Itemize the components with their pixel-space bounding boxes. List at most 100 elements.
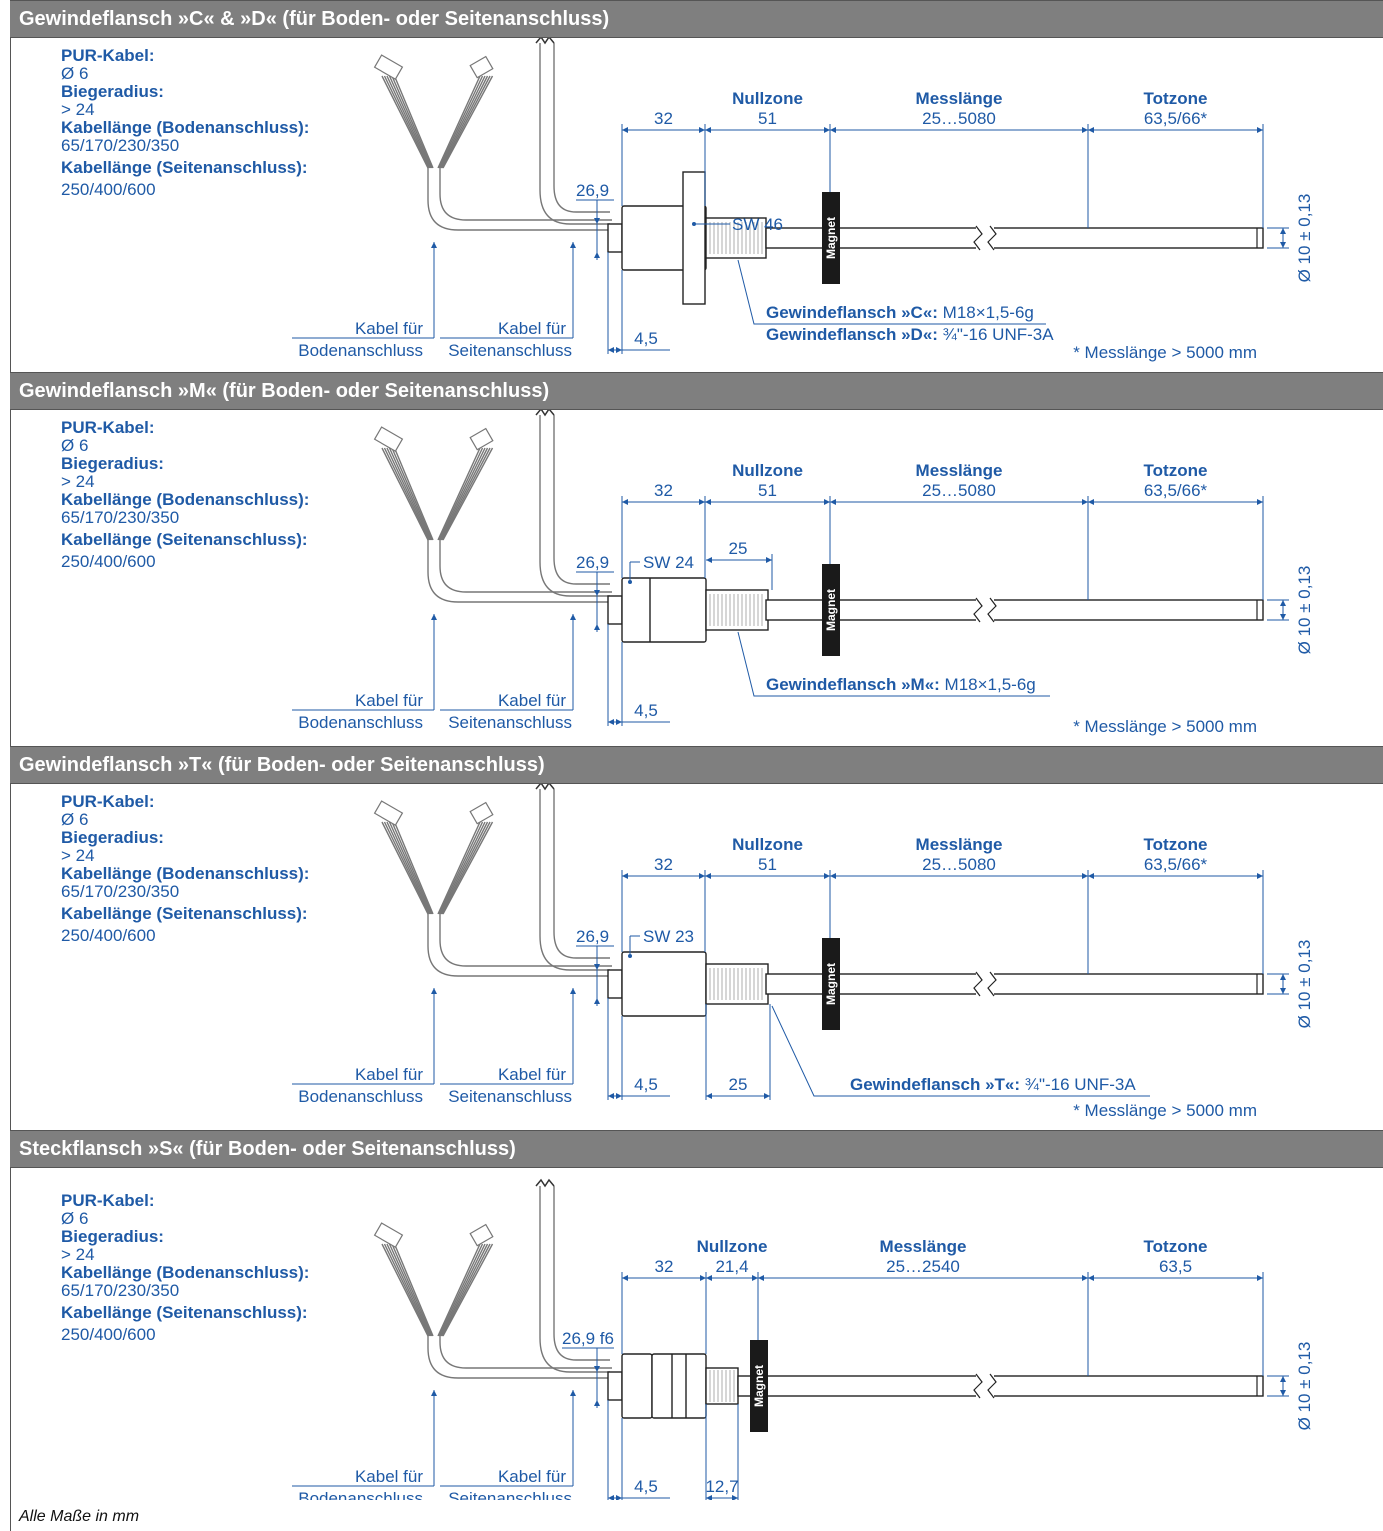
footnote-messlaenge: * Messlänge > 5000 mm <box>1073 343 1257 362</box>
arrow-head <box>608 1093 614 1099</box>
section-title: Gewindeflansch »C« & »D« (für Boden- ode… <box>19 8 610 30</box>
cable-gland <box>607 969 623 999</box>
cable-bottom-wire <box>386 1243 431 1337</box>
dim-totzone-value: 63,5/66* <box>1144 109 1208 128</box>
dim-width-label: 4,5 <box>634 329 658 348</box>
zone-totzone-title: Totzone <box>1144 89 1208 108</box>
cable-bottom-wire <box>438 447 484 541</box>
cable-bottom-wire <box>393 447 434 541</box>
arrow-head <box>431 1390 437 1396</box>
spec-key: Kabellänge (Seitenanschluss): <box>61 904 308 923</box>
leader-dot <box>628 580 632 584</box>
plug-flange-housing <box>651 1353 707 1419</box>
dim-nullzone-value: 51 <box>758 109 777 128</box>
cable-side-label-2: Seitenanschluss <box>448 1087 572 1106</box>
dim-totzone-value: 63,5/66* <box>1144 855 1208 874</box>
arrow-head <box>764 1093 770 1099</box>
cable-bottom-wire <box>391 821 433 915</box>
cable-bottom-wire <box>441 1243 491 1337</box>
connector-icon <box>373 1222 404 1249</box>
arrow-head <box>622 499 628 505</box>
arrow-head <box>732 1495 738 1500</box>
cable-bottom-wire <box>391 447 433 541</box>
rod-break-mark <box>987 225 997 251</box>
cable-bottom-wire <box>439 75 486 169</box>
arrow-head <box>570 988 576 994</box>
cable-bottom-wire <box>393 1243 434 1337</box>
spec-key: Biegeradius: <box>61 1227 164 1246</box>
arrow-head <box>608 1495 614 1500</box>
arrow-head <box>699 499 705 505</box>
cable-bottom-wire <box>439 1243 486 1337</box>
arrow-head <box>594 252 600 258</box>
cable-bottom-label-2: Bodenanschluss <box>298 713 423 732</box>
cable-bottom-wire <box>381 447 429 541</box>
break-mark <box>535 1178 555 1188</box>
cable-bottom-wire <box>442 1243 494 1337</box>
flange-leader-line <box>737 631 1050 697</box>
cable-bottom-wire <box>381 821 429 915</box>
section-cd: Gewindeflansch »C« & »D« (für Boden- ode… <box>10 0 1383 372</box>
cable-side-label-1: Kabel für <box>498 1467 566 1486</box>
arrow-head <box>766 557 772 563</box>
cable-bottom-label-1: Kabel für <box>355 319 423 338</box>
rod-diameter-label: Ø 10 ± 0,13 <box>1295 194 1314 283</box>
leader-dot <box>628 954 632 958</box>
zone-messlaenge-title: Messlänge <box>916 835 1003 854</box>
zone-messlaenge-title: Messlänge <box>916 461 1003 480</box>
rod-break-mark <box>973 225 983 251</box>
arrow-head <box>622 127 628 133</box>
magnet-icon <box>750 1340 768 1432</box>
spec-value: > 24 <box>61 472 95 491</box>
spec-key: Kabellänge (Bodenanschluss): <box>61 490 310 509</box>
rod-diameter-label: Ø 10 ± 0,13 <box>1295 940 1314 1029</box>
cable-side-label-2: Seitenanschluss <box>448 1489 572 1500</box>
arrow-head <box>622 873 628 879</box>
dim-nullzone-value: 51 <box>758 481 777 500</box>
arrow-head <box>570 614 576 620</box>
spec-key: Kabellänge (Seitenanschluss): <box>61 1303 308 1322</box>
rod-break-gap <box>976 596 994 624</box>
section-header: Gewindeflansch »C« & »D« (für Boden- ode… <box>10 0 1383 38</box>
zone-messlaenge-title: Messlänge <box>880 1237 967 1256</box>
spec-value: 65/170/230/350 <box>61 882 180 901</box>
arrow-head <box>1257 127 1263 133</box>
flange-body <box>607 951 769 1017</box>
dim-32-label: 32 <box>654 481 673 500</box>
spec-key: Kabellänge (Bodenanschluss): <box>61 118 310 137</box>
cable-bottom-wire <box>437 1243 481 1337</box>
arrow-head <box>616 1093 622 1099</box>
cable-bottom-wire <box>388 821 432 915</box>
cable-bottom-wire <box>391 1243 433 1337</box>
flange-leader-line <box>737 259 1046 325</box>
cable-group <box>381 43 612 231</box>
arrow-head <box>1257 873 1263 879</box>
cable-group <box>381 789 612 977</box>
break-mark <box>535 38 555 45</box>
arrow-head <box>594 624 600 630</box>
arrow-head <box>616 1495 622 1500</box>
dim-diameter-label: 26,9 <box>576 553 609 572</box>
flange-plate <box>682 171 706 305</box>
arrow-head <box>824 873 830 879</box>
cable-bottom-wire <box>388 1243 432 1337</box>
cable-bottom-wire <box>386 447 431 541</box>
cable-side <box>553 789 610 959</box>
cable-side <box>539 415 610 597</box>
wrench-size-label: SW 23 <box>643 927 694 946</box>
arrow-head <box>830 873 836 879</box>
dim-messlaenge-value: 25…5080 <box>922 481 996 500</box>
spec-key: PUR-Kabel: <box>61 792 155 811</box>
dim-thread-label: 12,7 <box>705 1477 738 1496</box>
dim-thread-label: 25 <box>729 539 748 558</box>
arrow-head <box>706 1495 712 1500</box>
arrow-head <box>1088 127 1094 133</box>
dim-diameter-label: 26,9 f6 <box>562 1329 614 1348</box>
arrow-head <box>608 719 614 725</box>
break-mark <box>535 410 555 417</box>
cable-bottom-wire <box>442 821 494 915</box>
arrow-head <box>1280 1376 1286 1382</box>
arrow-head <box>758 1275 764 1281</box>
cable-bottom-label-1: Kabel für <box>355 1467 423 1486</box>
section-header: Steckflansch »S« (für Boden- oder Seiten… <box>10 1130 1383 1168</box>
